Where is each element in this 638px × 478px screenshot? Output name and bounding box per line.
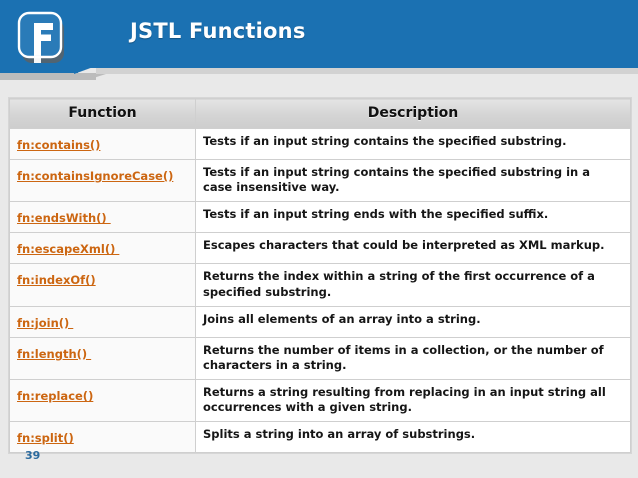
- description-cell: Returns the number of items in a collect…: [195, 336, 631, 381]
- function-cell: fn:replace(): [9, 379, 196, 423]
- function-cell: fn:join(): [9, 305, 196, 338]
- function-link[interactable]: fn:length(): [17, 346, 92, 361]
- function-cell: fn:endsWith(): [9, 201, 196, 234]
- column-header-function: Function: [9, 98, 196, 129]
- function-link[interactable]: fn:indexOf(): [17, 273, 96, 288]
- function-link[interactable]: fn:escapeXml(): [17, 242, 120, 257]
- function-cell: fn:contains(): [9, 128, 196, 160]
- header-banner: [0, 0, 638, 68]
- table-body: fn:contains() Tests if an input string c…: [9, 128, 631, 454]
- table-row: fn:split() Splits a string into an array…: [9, 421, 631, 454]
- page-number: 39: [25, 449, 41, 462]
- banner-underline-strip: [96, 68, 638, 74]
- description-cell: Escapes characters that could be interpr…: [195, 232, 631, 265]
- description-cell: Tests if an input string ends with the s…: [195, 201, 631, 234]
- banner-left-tab: [0, 68, 78, 73]
- table-row: fn:endsWith() Tests if an input string e…: [9, 201, 631, 234]
- page-title: JSTL Functions: [130, 19, 306, 43]
- banner-shadow-bar: [0, 73, 96, 80]
- table-row: fn:length() Returns the number of items …: [9, 336, 631, 381]
- table-header-row: Function Description: [9, 98, 631, 129]
- table-row: fn:indexOf() Returns the index within a …: [9, 263, 631, 307]
- description-cell: Returns a string resulting from replacin…: [195, 379, 631, 423]
- function-cell: fn:split(): [9, 421, 196, 454]
- function-link[interactable]: fn:contains(): [17, 138, 101, 152]
- jstl-functions-table: Function Description fn:contains() Tests…: [9, 98, 631, 454]
- banner-diagonal-notch: [74, 66, 96, 74]
- function-link[interactable]: fn:containsIgnoreCase(): [17, 169, 174, 183]
- function-cell: fn:containsIgnoreCase(): [9, 158, 196, 203]
- description-cell: Tests if an input string contains the sp…: [195, 128, 631, 160]
- function-link[interactable]: fn:replace(): [17, 389, 94, 404]
- jstl-functions-table-container: Function Description fn:contains() Tests…: [8, 97, 632, 455]
- function-cell: fn:length(): [9, 336, 196, 381]
- banner-shadow-diagonal: [88, 73, 110, 80]
- function-link[interactable]: fn:endsWith(): [17, 211, 111, 226]
- function-link[interactable]: fn:join(): [17, 315, 74, 330]
- f-logo-icon: [17, 9, 71, 67]
- description-cell: Joins all elements of an array into a st…: [195, 305, 631, 338]
- table-row: fn:escapeXml() Escapes characters that c…: [9, 232, 631, 265]
- function-cell: fn:escapeXml(): [9, 232, 196, 265]
- description-cell: Returns the index within a string of the…: [195, 263, 631, 307]
- description-cell: Tests if an input string contains the sp…: [195, 158, 631, 203]
- table-row: fn:containsIgnoreCase() Tests if an inpu…: [9, 158, 631, 203]
- table-row: fn:replace() Returns a string resulting …: [9, 379, 631, 423]
- column-header-description: Description: [195, 98, 631, 129]
- function-cell: fn:indexOf(): [9, 263, 196, 307]
- table-row: fn:join() Joins all elements of an array…: [9, 305, 631, 338]
- function-link[interactable]: fn:split(): [17, 431, 74, 446]
- description-cell: Splits a string into an array of substri…: [195, 421, 631, 454]
- table-row: fn:contains() Tests if an input string c…: [9, 128, 631, 160]
